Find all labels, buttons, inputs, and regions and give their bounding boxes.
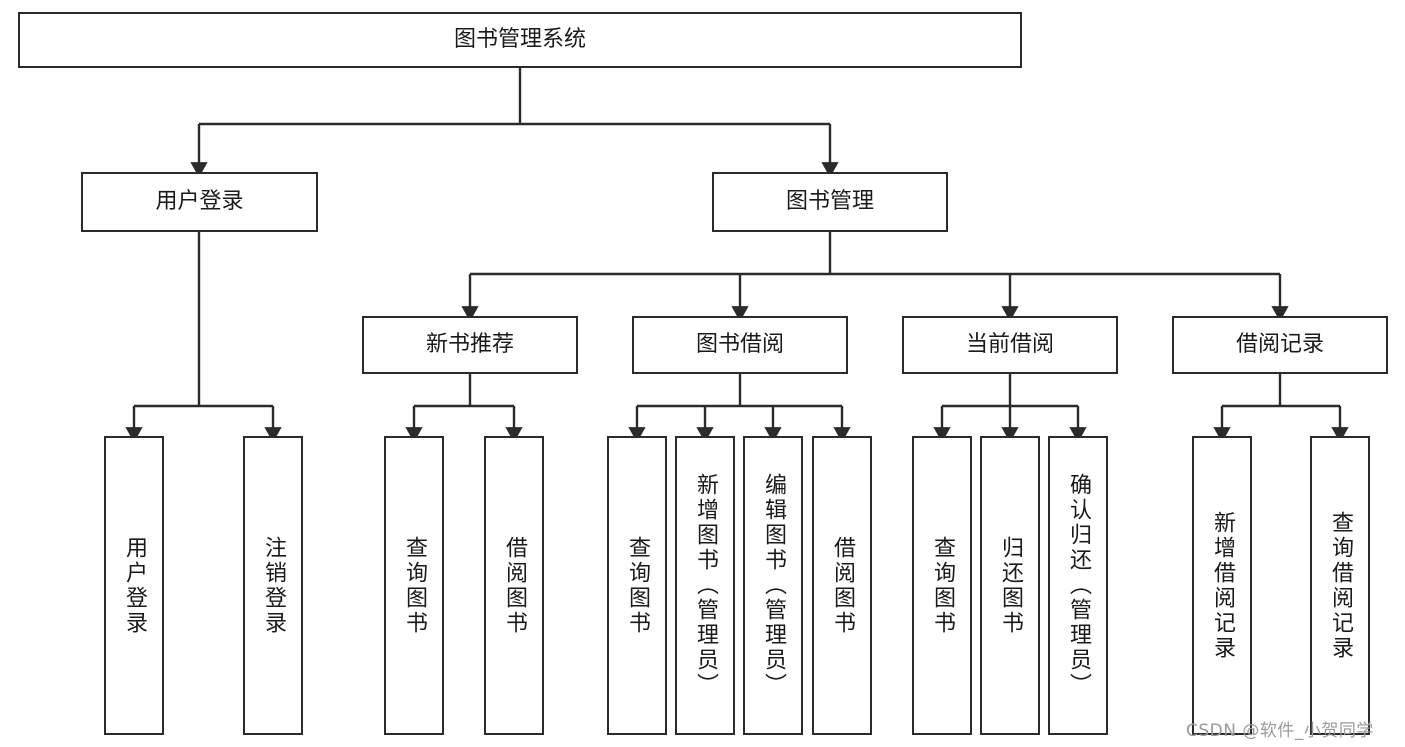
node-user-login[interactable]: 用户登录 — [81, 172, 318, 232]
leaf-recommend-query-book[interactable]: 查询图书 — [384, 436, 444, 735]
node-label: 用户登录 — [122, 535, 147, 636]
node-label: 编辑图书（管理员） — [761, 473, 786, 698]
node-label: 新增借阅记录 — [1210, 510, 1235, 661]
node-label: 图书借阅 — [695, 332, 784, 358]
csdn-watermark: CSDN @软件_小贺同学 — [1186, 721, 1374, 741]
node-label: 图书管理系统 — [453, 27, 586, 53]
leaf-current-query-book[interactable]: 查询图书 — [912, 436, 972, 735]
node-label: 查询图书 — [930, 535, 955, 636]
node-label: 新书推荐 — [425, 332, 514, 358]
leaf-record-query-record[interactable]: 查询借阅记录 — [1310, 436, 1370, 735]
leaf-borrow-query-book[interactable]: 查询图书 — [607, 436, 667, 735]
node-label: 当前借阅 — [965, 332, 1054, 358]
node-label: 借阅记录 — [1235, 332, 1324, 358]
leaf-recommend-borrow-book[interactable]: 借阅图书 — [484, 436, 544, 735]
leaf-current-confirm-return[interactable]: 确认归还（管理员） — [1048, 436, 1108, 735]
node-book-management[interactable]: 图书管理 — [712, 172, 948, 232]
node-label: 确认归还（管理员） — [1066, 473, 1091, 698]
leaf-borrow-add-book[interactable]: 新增图书（管理员） — [675, 436, 735, 735]
node-label: 注销登录 — [261, 535, 286, 636]
leaf-borrow-edit-book[interactable]: 编辑图书（管理员） — [743, 436, 803, 735]
node-root-system[interactable]: 图书管理系统 — [18, 12, 1022, 68]
node-label: 查询借阅记录 — [1328, 510, 1353, 661]
node-new-book-recommend[interactable]: 新书推荐 — [362, 316, 578, 374]
node-book-borrow[interactable]: 图书借阅 — [632, 316, 848, 374]
node-label: 用户登录 — [155, 189, 244, 215]
node-label: 图书管理 — [785, 189, 874, 215]
leaf-borrow-borrow-book[interactable]: 借阅图书 — [812, 436, 872, 735]
leaf-user-login-logout[interactable]: 注销登录 — [243, 436, 303, 735]
leaf-record-add-record[interactable]: 新增借阅记录 — [1192, 436, 1252, 735]
node-label: 查询图书 — [402, 535, 427, 636]
node-label: 借阅图书 — [830, 535, 855, 636]
leaf-user-login-login[interactable]: 用户登录 — [104, 436, 164, 735]
node-current-borrow[interactable]: 当前借阅 — [902, 316, 1118, 374]
node-label: 新增图书（管理员） — [693, 473, 718, 698]
node-label: 查询图书 — [625, 535, 650, 636]
leaf-current-return-book[interactable]: 归还图书 — [980, 436, 1040, 735]
node-label: 归还图书 — [998, 535, 1023, 636]
node-label: 借阅图书 — [502, 535, 527, 636]
node-borrow-record[interactable]: 借阅记录 — [1172, 316, 1388, 374]
